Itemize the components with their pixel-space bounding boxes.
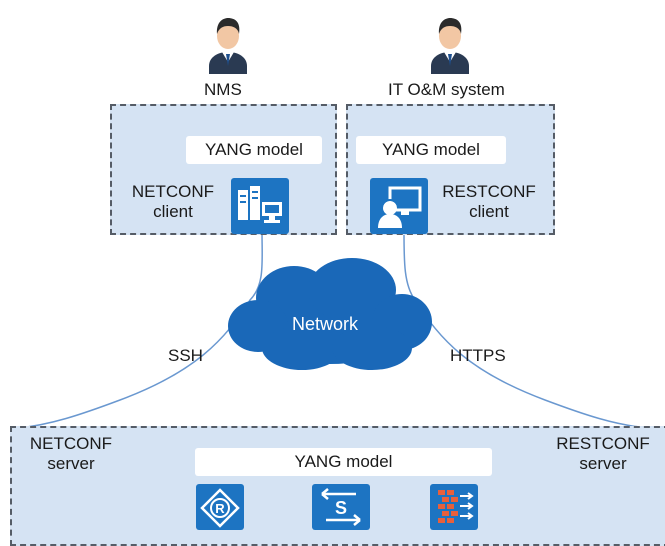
network-label: Network (292, 314, 359, 334)
yang-model-label: YANG model (186, 136, 322, 164)
netconf-client-name: NETCONF client (131, 182, 215, 221)
ssh-label: SSH (168, 346, 203, 365)
server-box: NETCONF server YANG model RESTCONF serve… (10, 426, 665, 546)
operator-monitor-icon (370, 178, 428, 234)
firewall-icon (430, 484, 478, 530)
yang-model-label: YANG model (195, 448, 492, 476)
yang-model-label: YANG model (356, 136, 506, 164)
network-cloud-icon (228, 258, 432, 370)
restconf-client-name: RESTCONF client (442, 182, 536, 221)
https-link-line (403, 231, 649, 429)
restconf-client-box: YANG model RESTCONF client (346, 104, 555, 235)
ssh-link-line (17, 231, 263, 429)
netconf-client-box: YANG model NETCONF client (110, 104, 337, 235)
server-pc-icon (231, 178, 289, 234)
itom-user-icon (427, 12, 473, 74)
https-label: HTTPS (450, 346, 506, 365)
switch-icon: S (312, 484, 370, 530)
svg-text:R: R (215, 501, 225, 516)
svg-text:S: S (335, 498, 347, 518)
restconf-server-name: RESTCONF server (556, 434, 650, 473)
itom-system-label: IT O&M system (388, 80, 505, 99)
nms-user-icon (205, 12, 251, 74)
router-icon: R (196, 484, 244, 530)
nms-label: NMS (204, 80, 242, 99)
netconf-server-name: NETCONF server (29, 434, 113, 473)
